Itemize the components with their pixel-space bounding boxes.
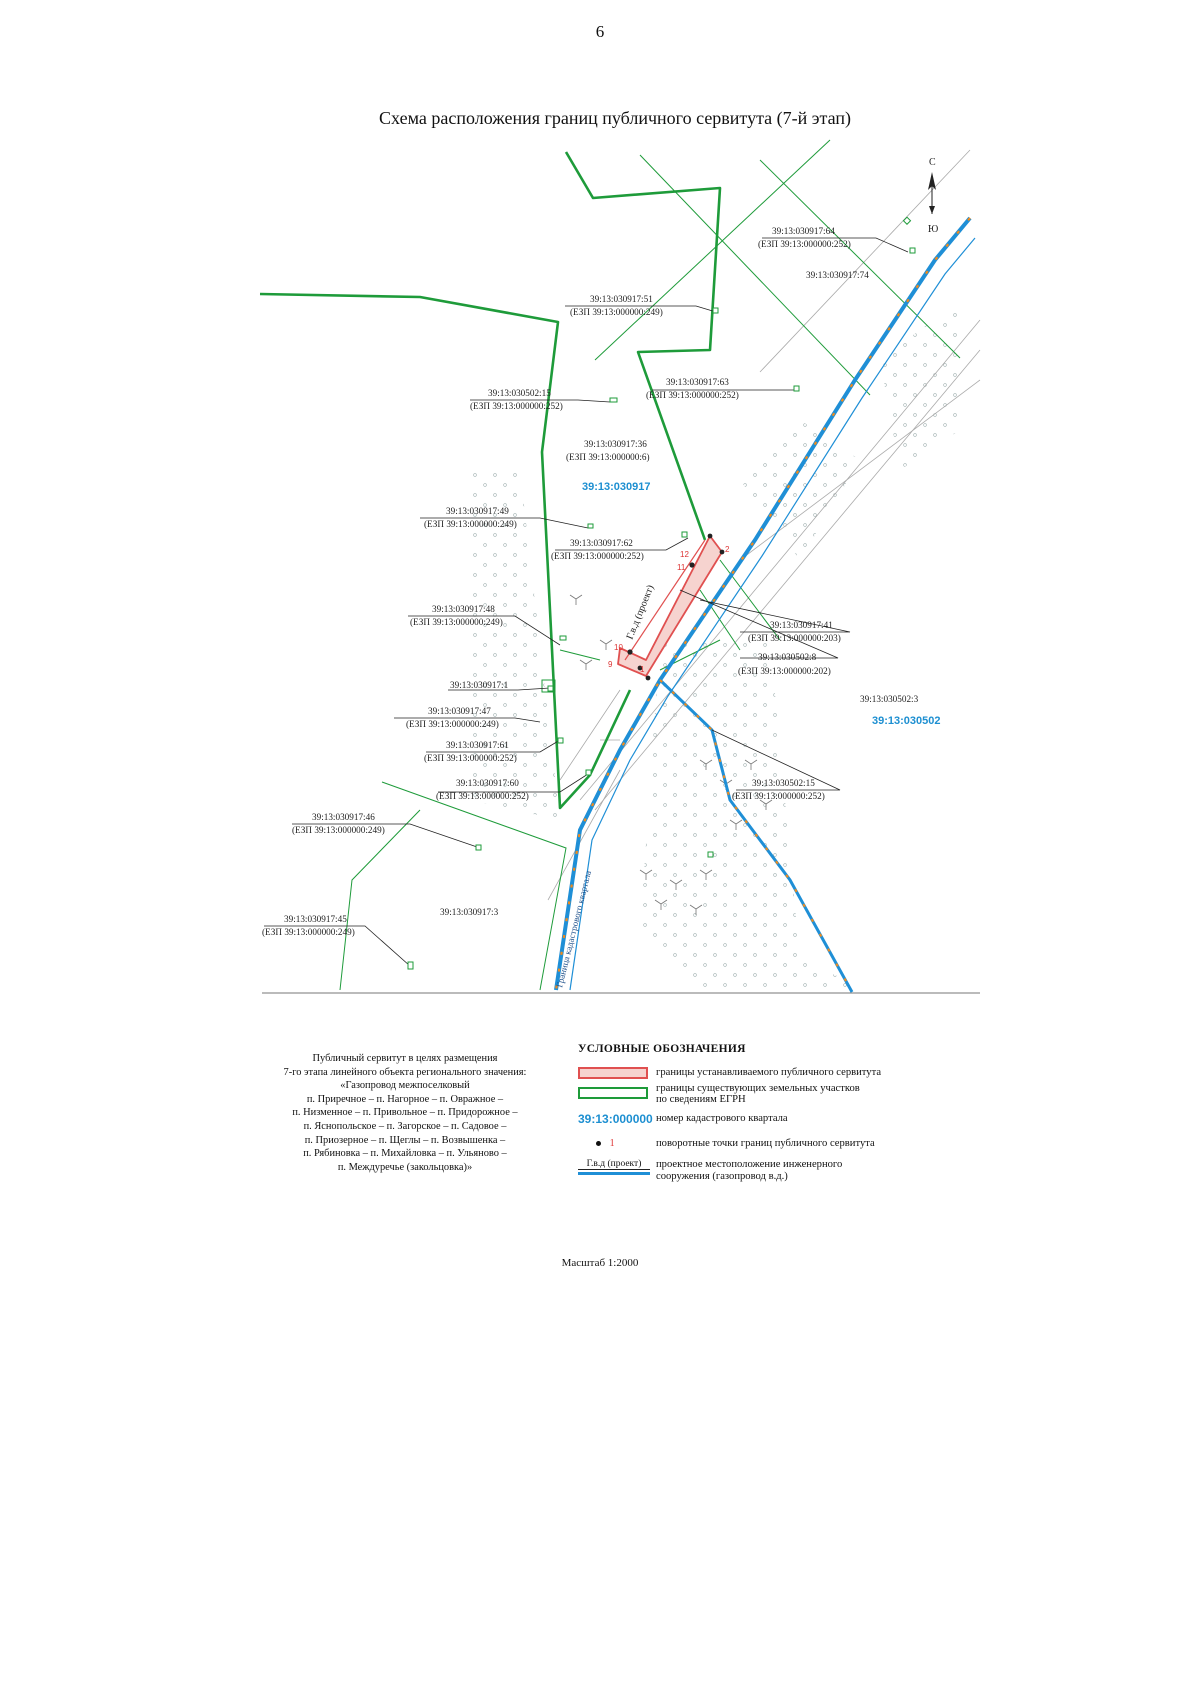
svg-text:39:13:030917:61: 39:13:030917:61 [446, 740, 509, 750]
quarter-label-030502: 39:13:030502 [872, 715, 941, 727]
point-label-11: 11 [677, 563, 686, 572]
point-label-12: 12 [680, 550, 689, 559]
pipe-label: Г.в.д (проект) [625, 584, 657, 642]
parcel-boundaries-thin [339, 139, 961, 991]
page-number: 6 [595, 22, 605, 41]
svg-text:39:13:030917:51: 39:13:030917:51 [590, 294, 653, 304]
vegetation-symbols [569, 594, 773, 915]
svg-text:(ЕЗП 39:13:000000:252): (ЕЗП 39:13:000000:252) [646, 390, 739, 400]
svg-text:(ЕЗП 39:13:000000:252): (ЕЗП 39:13:000000:252) [758, 239, 851, 249]
point-label-10: 10 [614, 643, 623, 652]
svg-text:39:13:030917:60: 39:13:030917:60 [456, 778, 519, 788]
svg-text:(ЕЗП 39:13:000000:249): (ЕЗП 39:13:000000:249) [292, 825, 385, 835]
north-arrow: С Ю [928, 157, 938, 235]
legend-item-points: 1 поворотные точки границ публичного сер… [578, 1138, 978, 1152]
svg-text:39:13:030502:15: 39:13:030502:15 [752, 778, 815, 788]
map-title: Схема расположения границ публичного сер… [379, 108, 851, 128]
point-label-2: 2 [725, 545, 730, 554]
parcel-labels: 39:13:030917:64 (ЕЗП 39:13:000000:252) 3… [262, 226, 941, 937]
svg-text:39:13:030917:45: 39:13:030917:45 [284, 914, 347, 924]
svg-text:(ЕЗП 39:13:000000:249): (ЕЗП 39:13:000000:249) [406, 719, 499, 729]
svg-text:39:13:030502:3: 39:13:030502:3 [860, 694, 919, 704]
svg-text:39:13:030917:63: 39:13:030917:63 [666, 377, 729, 387]
legend-item-parcels: границы существующих земельных участков … [578, 1083, 978, 1111]
road-label: Граница кадастрового квартала [554, 870, 593, 989]
svg-text:(ЕЗП 39:13:000000:252): (ЕЗП 39:13:000000:252) [470, 401, 563, 411]
parcel-markers [407, 216, 916, 970]
svg-text:(ЕЗП 39:13:000000:252): (ЕЗП 39:13:000000:252) [424, 753, 517, 763]
svg-text:39:13:030917:62: 39:13:030917:62 [570, 538, 633, 548]
svg-text:39:13:030502:15: 39:13:030502:15 [488, 388, 551, 398]
svg-text:39:13:030917:36: 39:13:030917:36 [584, 439, 647, 449]
svg-text:Ю: Ю [928, 224, 938, 235]
point-dot-icon [596, 1141, 601, 1147]
turning-points[interactable] [627, 533, 725, 681]
cadastral-map[interactable]: 2 12 11 10 9 1 Г.в.д (проект) Граница ка… [0, 0, 1200, 1220]
svg-text:39:13:030917:74: 39:13:030917:74 [806, 270, 869, 280]
point-label-1: 1 [640, 665, 645, 674]
svg-text:39:13:030917:49: 39:13:030917:49 [446, 506, 509, 516]
terrain-hatch [470, 300, 960, 990]
svg-text:(ЕЗП 39:13:000000:203): (ЕЗП 39:13:000000:203) [748, 633, 841, 643]
svg-text:39:13:030502:8: 39:13:030502:8 [758, 652, 817, 662]
svg-text:(ЕЗП 39:13:000000:249): (ЕЗП 39:13:000000:249) [570, 307, 663, 317]
point-label-9: 9 [608, 660, 613, 669]
pipeline-line-icon [578, 1172, 650, 1175]
svg-text:39:13:030917:41: 39:13:030917:41 [770, 620, 833, 630]
svg-text:(ЕЗП 39:13:000000:6): (ЕЗП 39:13:000000:6) [566, 452, 650, 462]
svg-text:39:13:030917:47: 39:13:030917:47 [428, 706, 491, 716]
legend-item-pipeline: Г.в.д (проект) проектное местоположение … [578, 1159, 978, 1185]
svg-text:С: С [929, 157, 936, 168]
leader-lines [264, 237, 909, 967]
svg-text:(ЕЗП 39:13:000000:252): (ЕЗП 39:13:000000:252) [551, 551, 644, 561]
svg-text:39:13:030917:64: 39:13:030917:64 [772, 226, 835, 236]
gas-pipeline[interactable] [554, 216, 976, 993]
svg-text:(ЕЗП 39:13:000000:252): (ЕЗП 39:13:000000:252) [732, 791, 825, 801]
quarter-label-030917: 39:13:030917 [582, 481, 651, 493]
legend-item-quarter: 39:13:000000 номер кадастрового квартала [578, 1112, 788, 1126]
servitude-purpose-text: Публичный сервитут в целях размещения 7-… [283, 1053, 527, 1173]
legend-item-servitude: границы устанавливаемого публичного серв… [578, 1067, 978, 1081]
legend-title: УСЛОВНЫЕ ОБОЗНАЧЕНИЯ [578, 1043, 746, 1055]
svg-text:39:13:030917:46: 39:13:030917:46 [312, 812, 375, 822]
svg-text:(ЕЗП 39:13:000000:249): (ЕЗП 39:13:000000:249) [410, 617, 503, 627]
svg-text:(ЕЗП 39:13:000000:249): (ЕЗП 39:13:000000:249) [424, 519, 517, 529]
svg-text:(ЕЗП 39:13:000000:202): (ЕЗП 39:13:000000:202) [738, 666, 831, 676]
svg-text:39:13:030917:3: 39:13:030917:3 [440, 907, 499, 917]
map-scale: Масштаб 1:2000 [561, 1257, 639, 1269]
svg-text:39:13:030917:1: 39:13:030917:1 [450, 680, 509, 690]
svg-text:(ЕЗП 39:13:000000:252): (ЕЗП 39:13:000000:252) [436, 791, 529, 801]
svg-text:39:13:030917:48: 39:13:030917:48 [432, 604, 495, 614]
svg-text:(ЕЗП 39:13:000000:249): (ЕЗП 39:13:000000:249) [262, 927, 355, 937]
